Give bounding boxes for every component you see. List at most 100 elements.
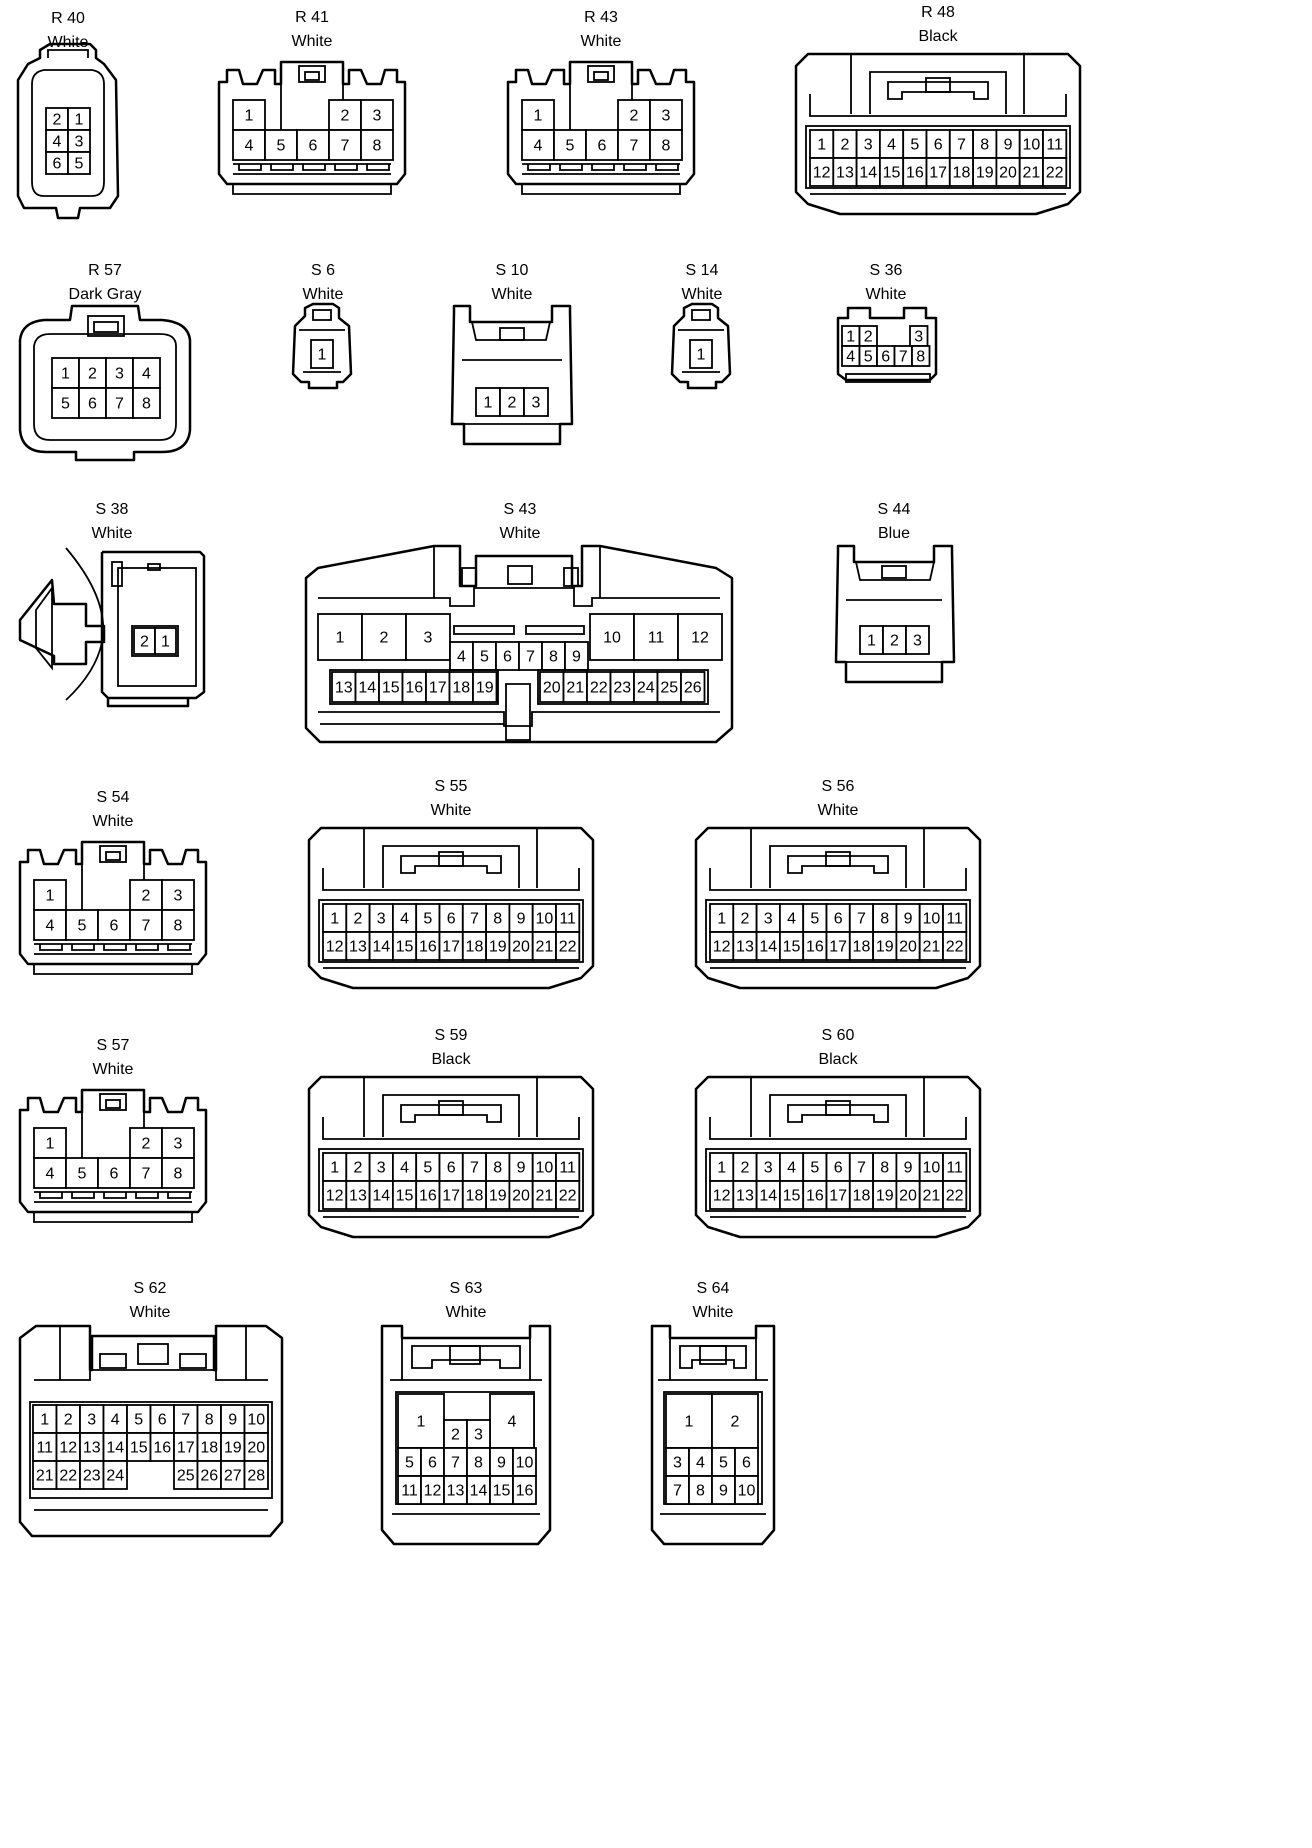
pin-cell — [475, 387, 501, 417]
pin-number: 16 — [516, 1483, 534, 1500]
pin-number: 15 — [382, 680, 400, 697]
pin-number: 17 — [442, 939, 460, 956]
pin-number: 17 — [442, 1188, 460, 1205]
pin-number: 6 — [158, 1412, 167, 1429]
housing-outline — [100, 550, 206, 708]
pin-number: 1 — [46, 888, 55, 905]
pin-number: 2 — [142, 1136, 151, 1153]
pin-number: 21 — [535, 939, 553, 956]
housing-outline — [787, 855, 889, 874]
connector-color: White — [492, 286, 533, 303]
pin-cell — [942, 1180, 968, 1210]
pin-cell — [129, 909, 163, 941]
pin-number: 2 — [142, 888, 151, 905]
pin-cell — [67, 151, 91, 175]
pin-cell — [97, 1157, 131, 1189]
housing-outline — [836, 306, 938, 382]
housing-outline — [750, 1077, 925, 1137]
pin-number: 7 — [957, 137, 966, 154]
pin-number: 6 — [53, 156, 62, 173]
pin-number: 5 — [719, 1455, 728, 1472]
pin-number: 5 — [864, 349, 873, 366]
pin-number: 16 — [153, 1440, 171, 1457]
connector-name: R 40 — [51, 10, 85, 27]
pin-number: 3 — [377, 911, 386, 928]
connector-name: S 36 — [870, 262, 903, 279]
pin-number: 1 — [75, 112, 84, 129]
connector-color: White — [818, 802, 859, 819]
pin-number: 6 — [598, 138, 607, 155]
housing-outline — [390, 1338, 542, 1515]
housing-outline — [769, 845, 907, 888]
pin-number: 3 — [115, 366, 124, 383]
pin-number: 5 — [405, 1455, 414, 1472]
connector-name: S 14 — [686, 262, 719, 279]
pin-number: 11 — [401, 1483, 418, 1500]
connector-name: S 63 — [450, 1280, 483, 1297]
pin-block — [537, 669, 709, 705]
pin-number: 10 — [738, 1483, 756, 1500]
pin-number: 20 — [543, 680, 561, 697]
housing-outline — [31, 69, 105, 197]
housing-outline — [103, 1192, 127, 1199]
pin-number: 6 — [110, 918, 119, 935]
pin-number: 14 — [759, 1188, 777, 1205]
pin-cell — [129, 1157, 163, 1189]
pin-number: 9 — [904, 911, 913, 928]
pin-number: 5 — [423, 911, 432, 928]
pin-cell — [555, 931, 581, 961]
pin-number: 8 — [662, 138, 671, 155]
pin-number: 19 — [489, 939, 507, 956]
housing-outline — [694, 826, 982, 990]
pin-number: 13 — [447, 1483, 465, 1500]
pin-number: 12 — [59, 1440, 77, 1457]
pin-number: 8 — [493, 911, 502, 928]
pin-number: 19 — [976, 165, 994, 182]
pin-number: 21 — [922, 939, 940, 956]
pin-number: 13 — [83, 1440, 101, 1457]
pin-number: 6 — [110, 1166, 119, 1183]
pin-cell — [523, 387, 549, 417]
pin-number: 21 — [535, 1188, 553, 1205]
pin-number: 6 — [834, 911, 843, 928]
housing-outline — [34, 1369, 268, 1511]
connector-color: White — [431, 802, 472, 819]
pin-number: 18 — [466, 1188, 484, 1205]
housing-outline — [850, 54, 1025, 114]
pin-number: 3 — [662, 108, 671, 125]
pin-cell — [232, 129, 266, 161]
pin-number: 9 — [904, 1160, 913, 1177]
housing-outline — [769, 1094, 907, 1137]
pin-cell — [105, 357, 134, 389]
pin-number: 8 — [549, 649, 558, 666]
housing-outline — [322, 868, 580, 891]
pin-number: 5 — [61, 396, 70, 413]
pin-number: 3 — [914, 329, 923, 346]
pin-number: 10 — [516, 1455, 534, 1472]
housing-outline — [304, 544, 734, 744]
pin-cell — [521, 129, 555, 161]
pin-number: 14 — [470, 1483, 488, 1500]
housing-outline — [382, 1094, 520, 1137]
pin-number: 5 — [810, 911, 819, 928]
connector-name: S 62 — [134, 1280, 167, 1297]
pin-number: 4 — [46, 1166, 55, 1183]
connector-name: S 56 — [822, 778, 855, 795]
pin-number: 20 — [999, 165, 1017, 182]
pin-number: 13 — [335, 680, 353, 697]
latch — [438, 851, 464, 867]
latch — [87, 315, 125, 337]
housing-outline — [71, 944, 95, 951]
pin-number: 1 — [318, 347, 327, 364]
pin-number: 15 — [130, 1440, 148, 1457]
key-slot — [453, 625, 515, 635]
pin-number: 8 — [880, 1160, 889, 1177]
latch-window — [93, 321, 119, 333]
pin-number: 21 — [922, 1188, 940, 1205]
connector-color: White — [500, 525, 541, 542]
pin-cell — [161, 1127, 195, 1159]
